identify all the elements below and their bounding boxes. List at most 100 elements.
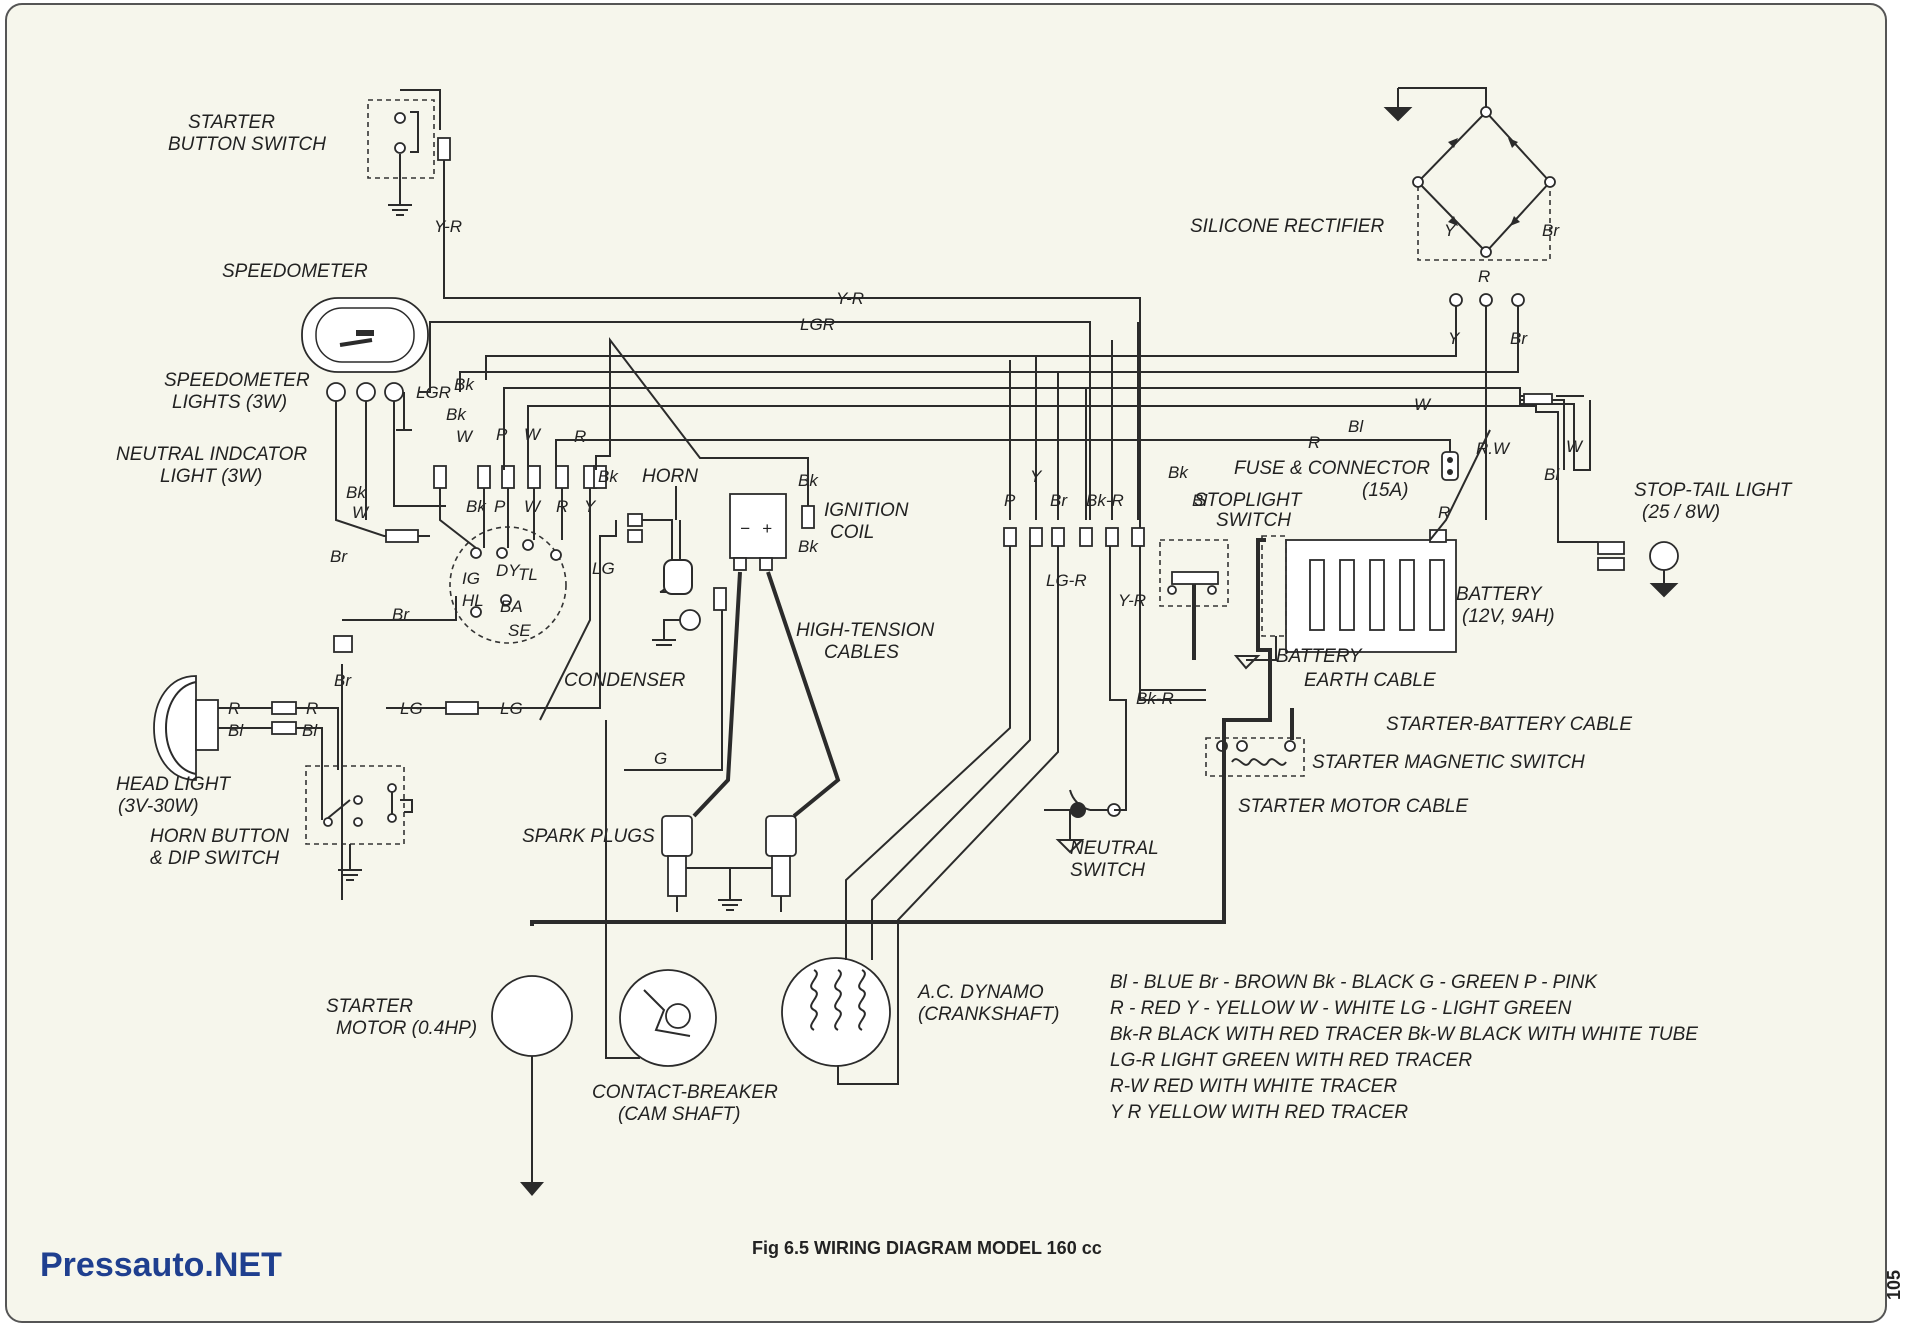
- wire-code-p-2: P: [494, 497, 506, 516]
- battery: [1261, 529, 1457, 653]
- wire-code-w-4: W: [352, 503, 370, 522]
- wire-code-p-3: P: [1004, 491, 1016, 510]
- fuse-label-1: FUSE & CONNECTOR: [1234, 458, 1430, 479]
- stop-tail-light: [1597, 541, 1679, 598]
- starter-motor-cable-label: STARTER MOTOR CABLE: [1238, 796, 1468, 817]
- page-number: 105: [1884, 1270, 1904, 1300]
- ac-dynamo-label-2: (CRANKSHAFT): [918, 1004, 1059, 1025]
- wire-code-y-2: Y: [1444, 221, 1457, 240]
- fuse-connector: [1441, 451, 1459, 481]
- condenser-label: CONDENSER: [564, 670, 686, 691]
- horn-button-label-1: HORN BUTTON: [150, 826, 289, 847]
- stop-tail-label-1: STOP-TAIL LIGHT: [1634, 480, 1793, 501]
- condenser: [652, 587, 727, 646]
- wire-code-w-6: W: [1414, 395, 1432, 414]
- wiring-harness: [218, 260, 1598, 1085]
- ignition-switch: [449, 526, 567, 644]
- neutral-indicator-label-1: NEUTRAL INDCATOR: [116, 444, 307, 465]
- stop-tail-label-2: (25 / 8W): [1642, 502, 1720, 523]
- wire-code-bk-5: Bk: [346, 483, 367, 502]
- horn-dip-switch: [305, 765, 413, 881]
- wire-code-lgr-1: LGR: [416, 383, 451, 402]
- head-light-label-2: (3V-30W): [118, 796, 199, 817]
- horn-button-label-2: & DIP SWITCH: [150, 848, 279, 869]
- coil-terminal-minus: −: [740, 519, 750, 538]
- wire-code-bkr-2: Bk-R: [1136, 689, 1174, 708]
- wire-code-w-1: W: [456, 427, 474, 446]
- wire-code-lgr-2: LGR: [800, 315, 835, 334]
- high-tension-label-2: CABLES: [824, 642, 899, 663]
- contact-breaker-label-2: (CAM SHAFT): [618, 1104, 740, 1125]
- wire-code-yr-3: Y-R: [1118, 591, 1146, 610]
- head-light-label-1: HEAD LIGHT: [116, 774, 231, 795]
- ignition-term-dy: DY: [496, 561, 521, 580]
- wire-code-y-3: Y: [1448, 329, 1461, 348]
- stoplight-switch: [1159, 539, 1229, 660]
- ac-dynamo-label-1: A.C. DYNAMO: [917, 982, 1044, 1003]
- spark-plugs-label: SPARK PLUGS: [522, 826, 655, 847]
- color-legend: Bl - BLUE Br - BROWN Bk - BLACK G - GREE…: [1110, 972, 1698, 1123]
- wire-code-rw-1: R.W: [1476, 439, 1511, 458]
- ignition-term-hl: HL: [462, 591, 484, 610]
- neutral-switch-label-2: SWITCH: [1070, 860, 1145, 881]
- neutral-switch: [1044, 789, 1121, 854]
- wire-code-br-3: Br: [334, 671, 352, 690]
- starter-magnetic-switch-label: STARTER MAGNETIC SWITCH: [1312, 752, 1585, 773]
- fuse-label-2: (15A): [1362, 480, 1408, 501]
- legend-line-1: Bl - BLUE Br - BROWN Bk - BLACK G - GREE…: [1110, 972, 1598, 993]
- stoplight-label-2: SWITCH: [1216, 510, 1291, 531]
- brand-watermark: Pressauto.NET: [40, 1246, 282, 1284]
- battery-earth-label-1: BATTERY: [1276, 646, 1363, 667]
- neutral-indicator-label-2: LIGHT (3W): [160, 466, 262, 487]
- wire-code-r-7: R: [1308, 433, 1320, 452]
- wire-code-bk-8: Bk: [1168, 463, 1189, 482]
- silicone-rectifier-label: SILICONE RECTIFIER: [1190, 216, 1385, 237]
- wire-code-bl-2: Bl: [302, 721, 318, 740]
- wire-code-bl-5: Bl: [1348, 417, 1364, 436]
- wire-code-br-5: Br: [1510, 329, 1528, 348]
- wire-code-bkr-1: Bk-R: [1086, 491, 1124, 510]
- wire-code-yr-2: Y-R: [836, 289, 864, 308]
- coil-terminal-plus: +: [762, 519, 772, 538]
- ignition-term-ba: BA: [500, 597, 523, 616]
- speedometer-label: SPEEDOMETER: [222, 261, 368, 282]
- speedometer-lights-label-1: SPEEDOMETER: [164, 370, 310, 391]
- battery-earth-label-2: EARTH CABLE: [1304, 670, 1436, 691]
- wire-code-bk-7: Bk: [798, 537, 819, 556]
- wire-code-yr-1: Y-R: [434, 217, 462, 236]
- starter-motor: [491, 975, 573, 1196]
- wire-code-r-5: R: [1478, 267, 1490, 286]
- ignition-coil: − +: [729, 493, 815, 571]
- starter-battery-cable-label: STARTER-BATTERY CABLE: [1386, 714, 1632, 735]
- horn: [627, 486, 693, 595]
- starter-button-label-1: STARTER: [188, 112, 275, 133]
- starter-motor-label-2: MOTOR (0.4HP): [336, 1018, 477, 1039]
- wire-code-bl-3: Bl: [1192, 491, 1208, 510]
- ignition-coil-label-1: IGNITION: [824, 500, 909, 521]
- horn-label: HORN: [642, 466, 698, 487]
- ignition-term-ig: IG: [462, 569, 480, 588]
- starter-motor-label-1: STARTER: [326, 996, 413, 1017]
- contact-breaker-label-1: CONTACT-BREAKER: [592, 1082, 778, 1103]
- wire-code-lg-1: LG: [592, 559, 615, 578]
- speedometer-gauge: [301, 297, 429, 373]
- ignition-term-se: SE: [508, 621, 531, 640]
- ignition-term-tl: TL: [518, 565, 538, 584]
- wire-code-bk-4: Bk: [466, 497, 487, 516]
- high-tension-label-1: HIGH-TENSION: [796, 620, 935, 641]
- battery-label-2: (12V, 9AH): [1462, 606, 1555, 627]
- speedometer-lamps: [326, 382, 412, 431]
- wire-code-p-1: P: [496, 425, 508, 444]
- legend-line-5: R-W RED WITH WHITE TRACER: [1110, 1076, 1397, 1097]
- wire-code-w-2: W: [524, 425, 542, 444]
- ignition-coil-label-2: COIL: [830, 522, 874, 543]
- wire-code-r-6: R: [1438, 503, 1450, 522]
- ac-dynamo: [781, 957, 891, 1067]
- legend-line-4: LG-R LIGHT GREEN WITH RED TRACER: [1110, 1050, 1472, 1071]
- legend-line-6: Y R YELLOW WITH RED TRACER: [1110, 1102, 1408, 1123]
- wire-code-br-6: Br: [1050, 491, 1068, 510]
- wire-code-g-1: G: [654, 749, 667, 768]
- paper-sheet: [5, 3, 1887, 1323]
- wire-code-bk-2: Bk: [446, 405, 467, 424]
